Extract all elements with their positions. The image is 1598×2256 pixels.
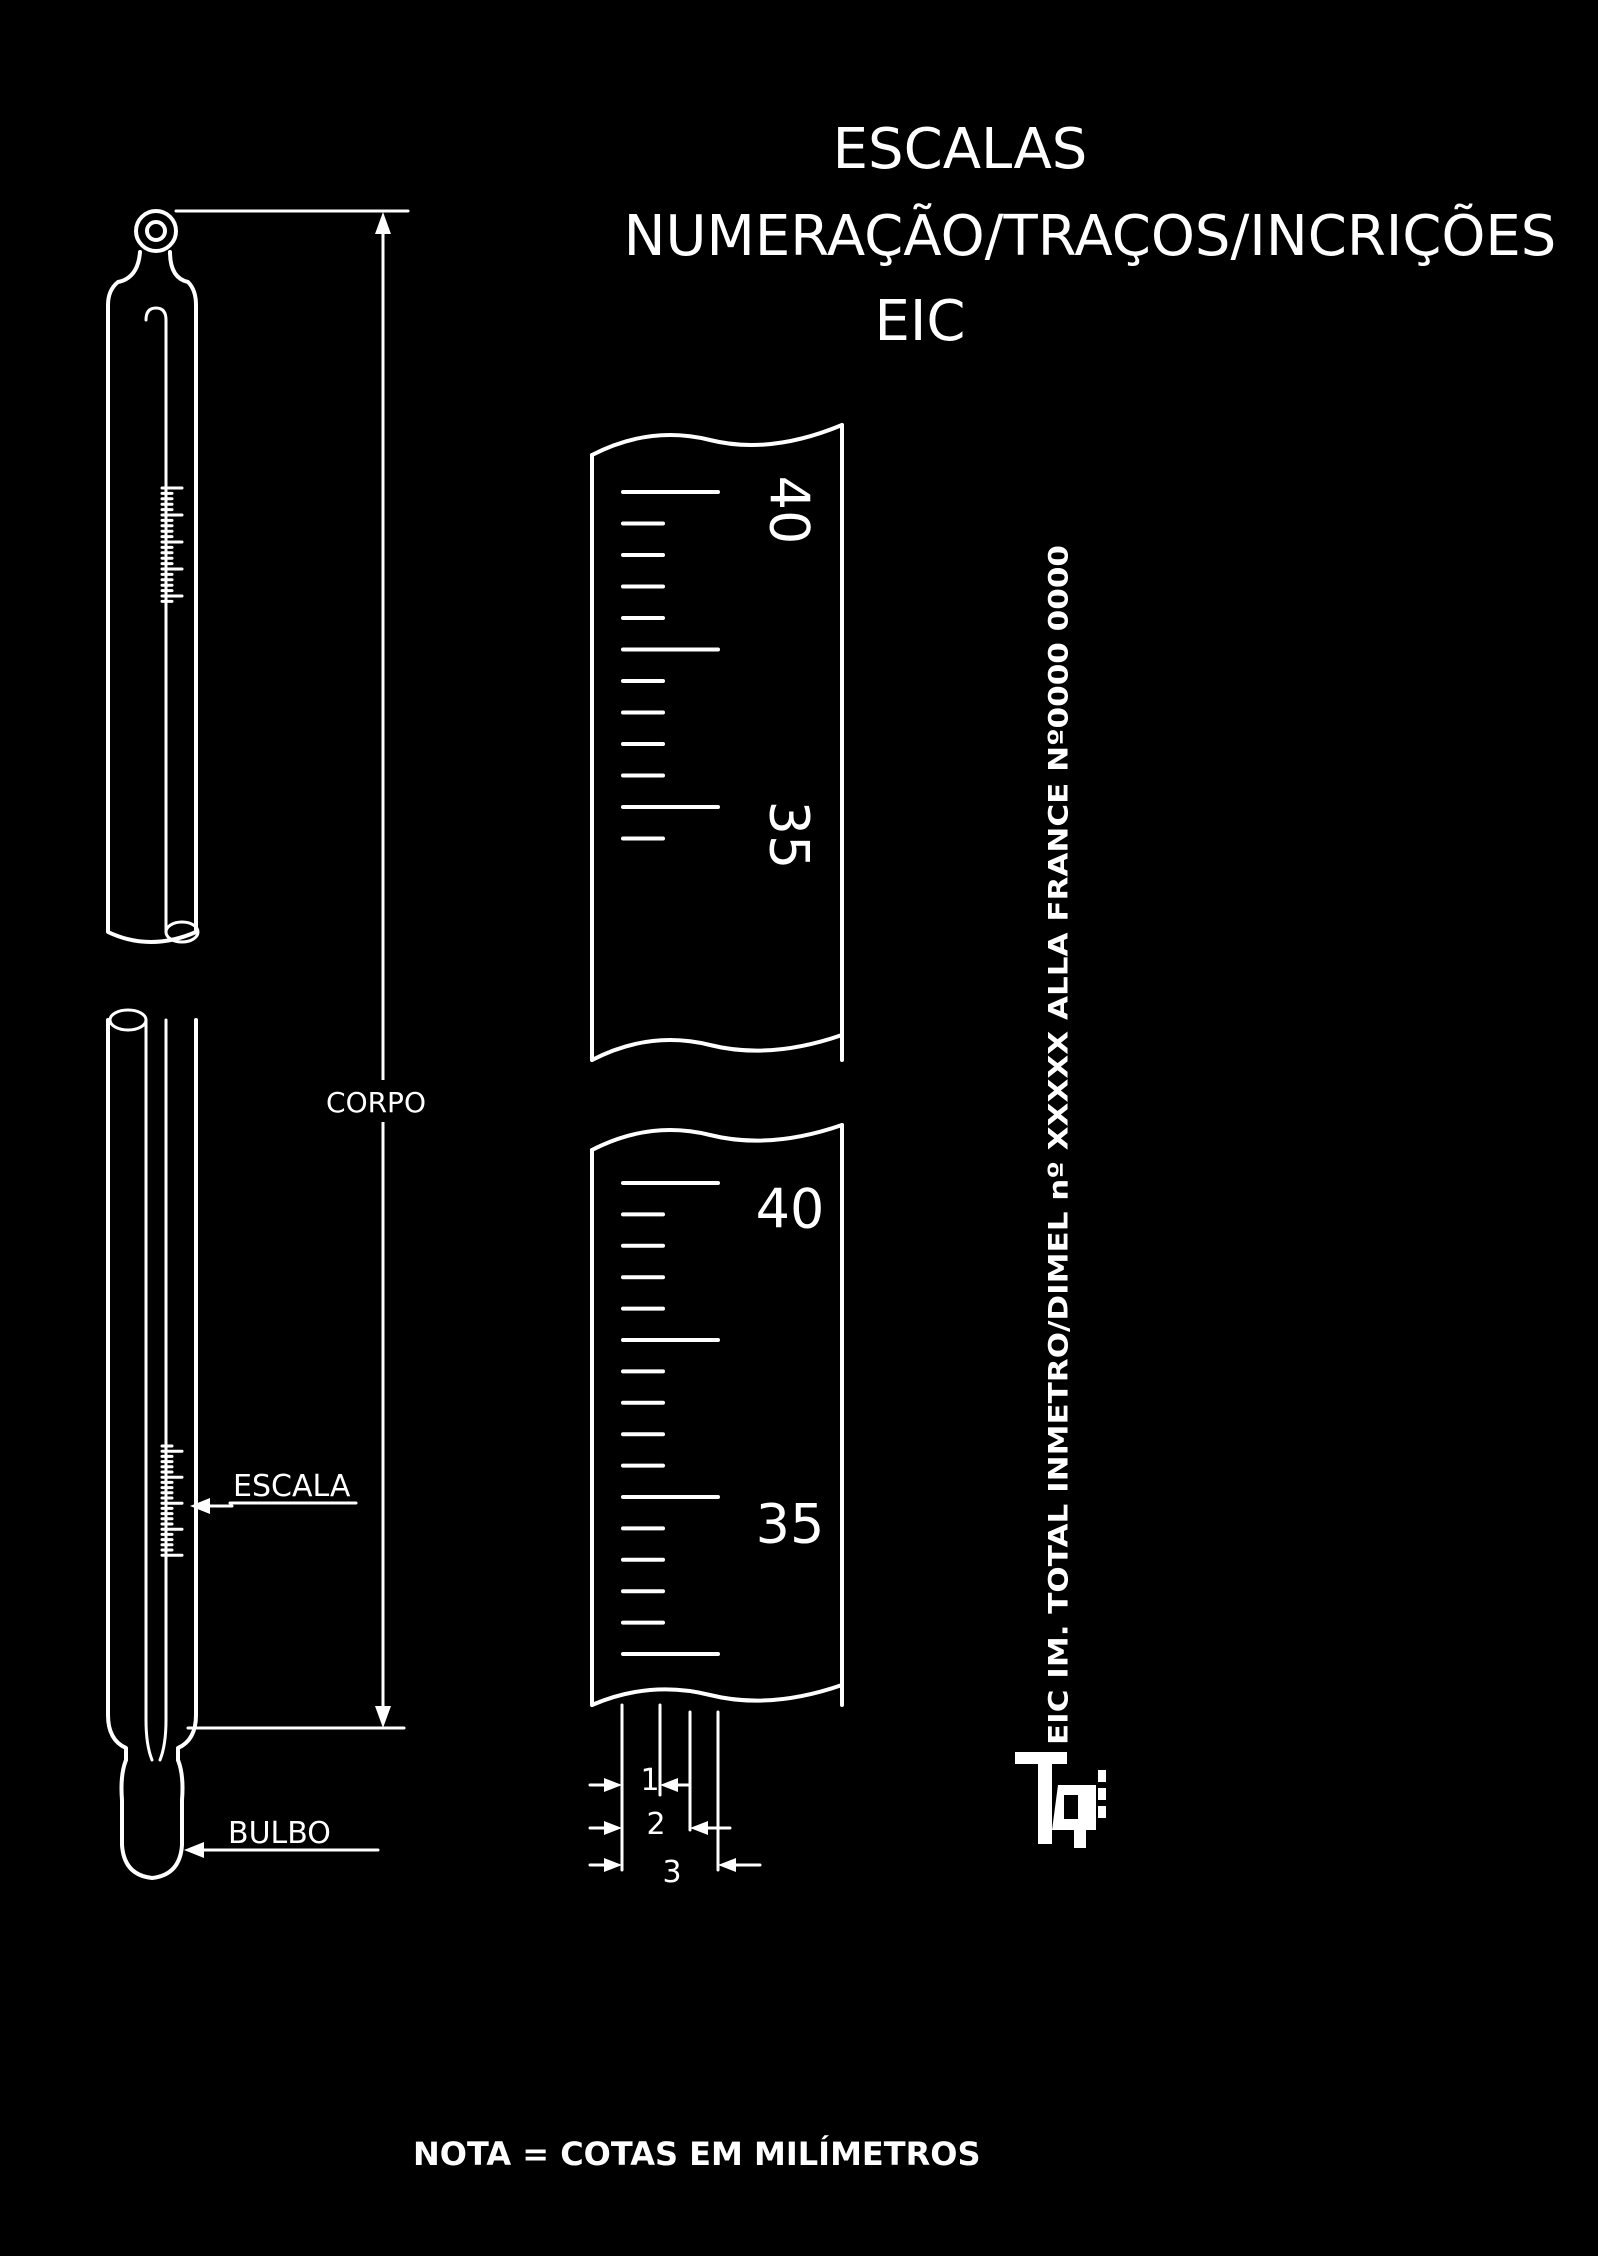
lower-scale-ticks: [621, 1181, 720, 1656]
bulb: [119, 1758, 185, 1880]
dim-1-arrow-right: [660, 1778, 678, 1792]
upper-break: [164, 920, 200, 944]
title-line-3: EIC: [875, 289, 966, 354]
corpo-label-bg: [320, 1080, 430, 1122]
escala-arrow: [190, 1498, 210, 1514]
dim-2-arrow-left: [604, 1821, 622, 1835]
upper-tube: [106, 250, 198, 944]
mini-scale-upper: [160, 486, 184, 603]
scale-detail-lower: 40 35 1 2 3: [588, 1123, 844, 1890]
dim-label-2: 2: [646, 1807, 665, 1842]
title-line-2: NUMERAÇÃO/TRAÇOS/INCRIÇÕES: [624, 204, 1557, 269]
upper-scale-ticks: [621, 490, 720, 841]
upper-panel-bottom-wave: [590, 1033, 844, 1062]
lower-scale-label-35: 35: [756, 1493, 825, 1556]
escala-label: ESCALA: [233, 1469, 351, 1504]
lower-capillary-right: [158, 1018, 168, 1762]
lower-panel-bottom-wave: [590, 1683, 844, 1707]
upper-scale-label-35: 35: [757, 801, 820, 870]
dim-2-arrow-right: [690, 1821, 708, 1835]
thermometer-overview: CORPO ESCALA BULBO: [106, 209, 430, 1880]
inscription-block: EIC IM. TOTAL INMETRO/DIMEL nº XXXXX ALL…: [1015, 545, 1106, 1848]
dim-3-arrow-left: [604, 1858, 622, 1872]
mini-scale-lower: [160, 1444, 184, 1557]
dim-3-arrow-right: [718, 1858, 736, 1872]
lower-tube-left: [106, 1018, 128, 1762]
upper-scale-label-40: 40: [757, 476, 820, 545]
inscription-text: EIC IM. TOTAL INMETRO/DIMEL nº XXXXX ALL…: [1044, 545, 1075, 1745]
footnote: NOTA = COTAS EM MILÍMETROS: [413, 2135, 980, 2173]
upper-panel-top-wave: [590, 423, 844, 457]
upper-capillary: [144, 306, 168, 934]
lower-break: [108, 1008, 148, 1032]
scale-detail-upper: 40 35: [590, 423, 844, 1062]
title-line-1: ESCALAS: [833, 117, 1088, 182]
eic-logo-icon: [1015, 1752, 1106, 1848]
dim-label-1: 1: [640, 1763, 659, 1798]
lower-scale-label-40: 40: [756, 1178, 825, 1241]
lower-tube-right: [176, 1018, 198, 1762]
corpo-arrow-bottom: [375, 1706, 391, 1728]
dim-label-3: 3: [662, 1855, 681, 1890]
corpo-label: CORPO: [326, 1086, 426, 1119]
bulbo-arrow: [184, 1842, 204, 1858]
corpo-arrow-top: [375, 212, 391, 234]
lower-capillary-left: [144, 1018, 154, 1762]
hanging-ring: [134, 209, 178, 253]
hanging-ring-inner: [145, 220, 167, 242]
lower-panel-top-wave: [590, 1123, 844, 1152]
dim-1-arrow-left: [604, 1778, 622, 1792]
bulbo-label: BULBO: [228, 1816, 331, 1851]
